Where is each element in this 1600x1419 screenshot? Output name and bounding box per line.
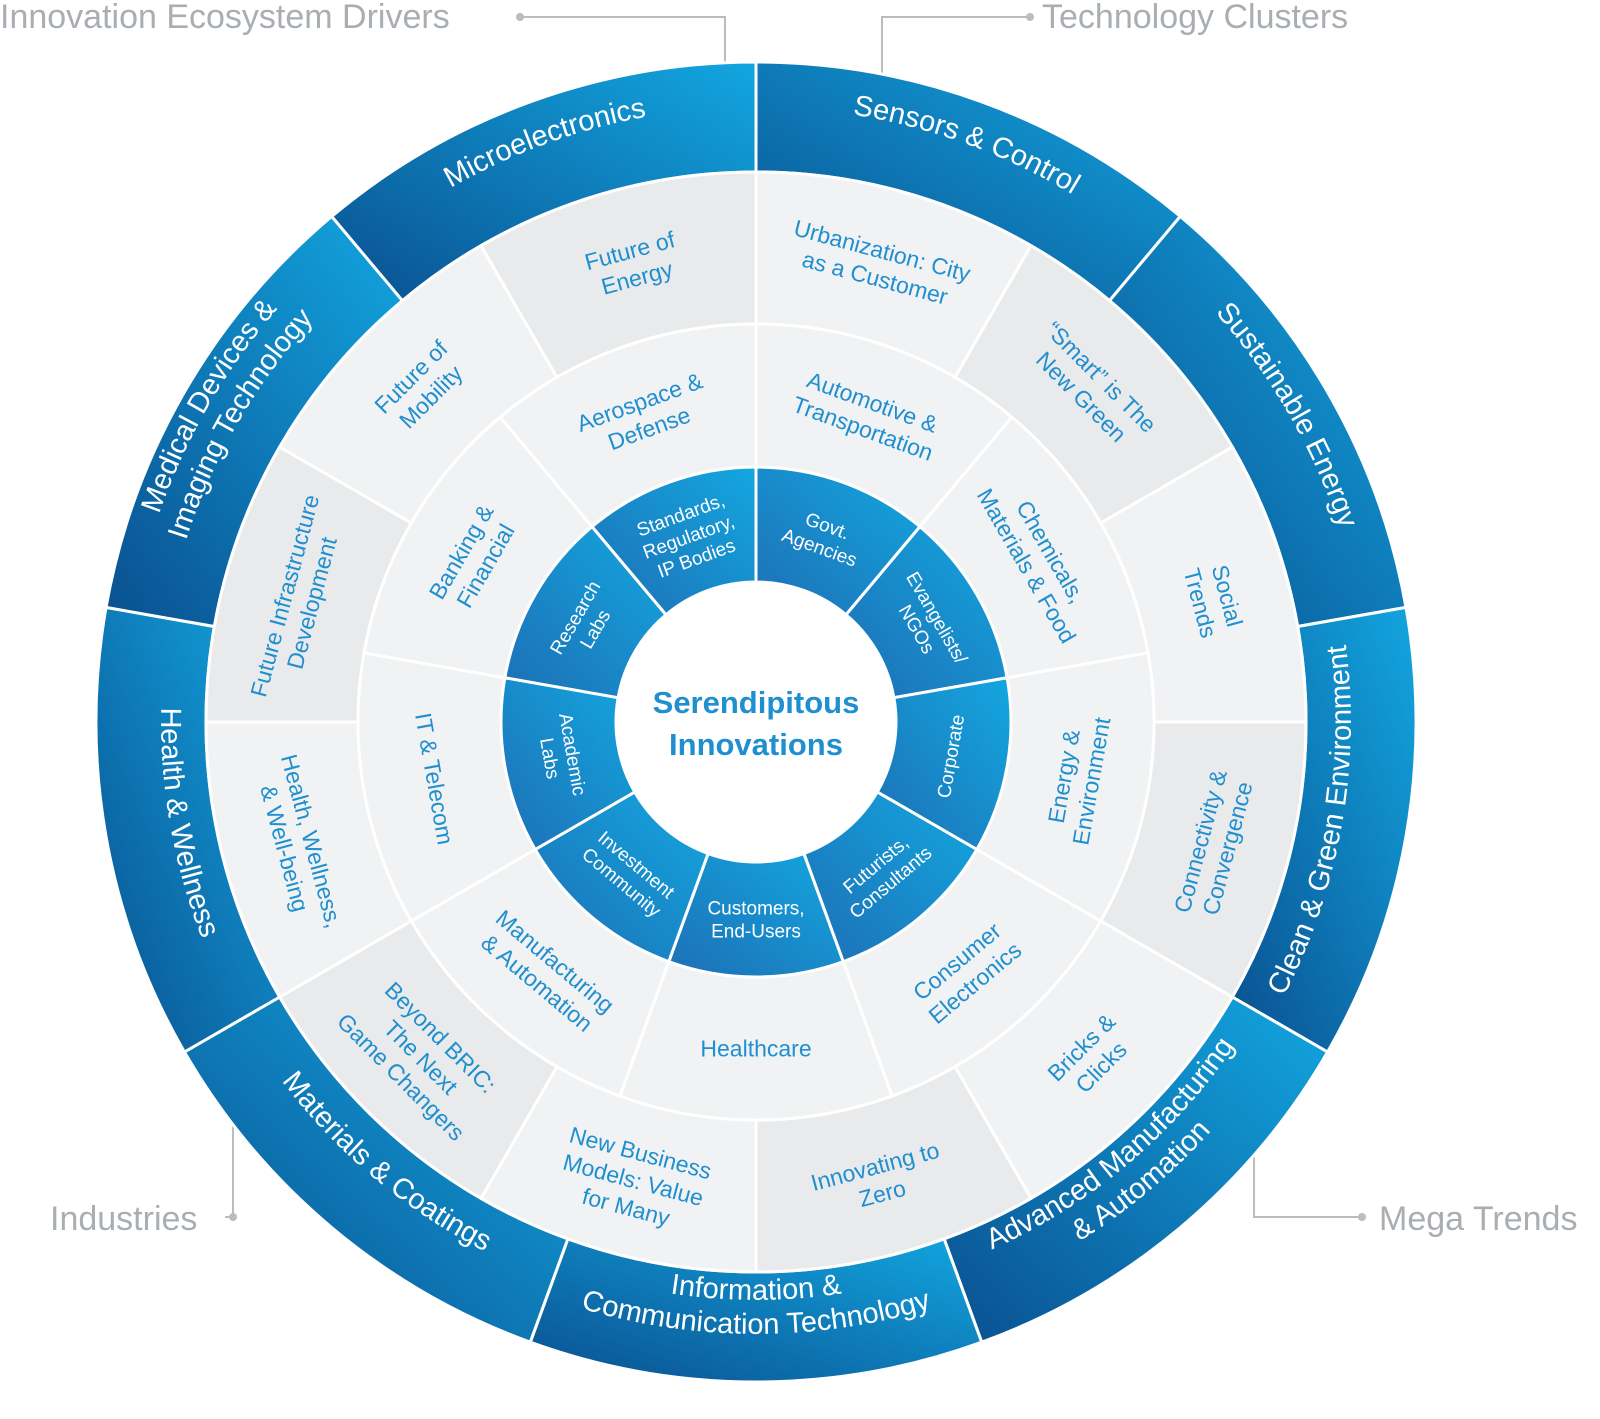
megatrends-leader-dot (1358, 1213, 1366, 1221)
clusters-leader-line (881, 16, 1030, 85)
industries-label: Healthcare (700, 1036, 811, 1062)
segment-label-line: Customers, (707, 899, 804, 920)
drivers-leader-dot (516, 13, 524, 21)
mega-trends-label: Mega Trends (1379, 1200, 1578, 1238)
center-title-line2: Innovations (669, 727, 843, 762)
center-title-line1: Serendipitous (653, 685, 860, 720)
mega-trends-ring: Urbanization: Cityas a Customer“Smart” i… (204, 170, 1308, 1274)
industries-label: Industries (50, 1200, 198, 1238)
clusters-leader-dot (1026, 13, 1034, 21)
industries-ring: Automotive &TransportationChemicals,Mate… (356, 322, 1156, 1122)
segment-label-line: Healthcare (700, 1036, 811, 1062)
technology-clusters-label: Technology Clusters (1042, 0, 1349, 36)
segment-label-line: End-Users (711, 922, 801, 943)
technology-cluster-label-text: Information & (669, 1269, 843, 1307)
technology-cluster-label: Information & (669, 1269, 843, 1307)
center-hub (616, 582, 896, 862)
innovation-drivers-ring: Govt.AgenciesEvangelists/NGOsCorporateFu… (499, 465, 1013, 979)
industries-leader-dot (229, 1213, 237, 1221)
innovation-ecosystem-drivers-label: Innovation Ecosystem Drivers (0, 0, 450, 36)
innovation-drivers-label: Customers,End-Users (707, 899, 804, 943)
